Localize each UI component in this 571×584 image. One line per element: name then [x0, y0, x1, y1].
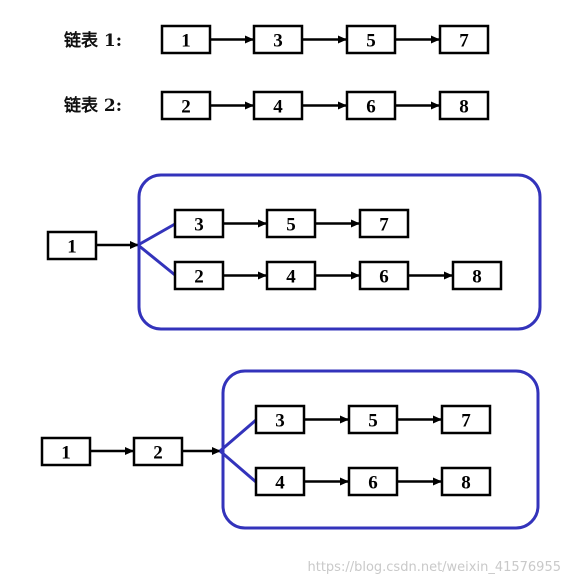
nodes: 1 3 5 7 2 4 6 8 1 3 5 7 2 4 6 8 1 2 3 5 7 4 6 8 [40, 24, 503, 497]
step2-lower-node-0-box [254, 466, 306, 497]
step1-upper-node-1-box [265, 208, 317, 239]
watermark: https://blog.csdn.net/weixin_41576955 [307, 560, 561, 575]
step2-branch-lower [219, 449, 257, 484]
list1-node-1-box [252, 24, 304, 55]
list1-label: 链表 1: [64, 30, 122, 51]
step1-branch-upper [137, 222, 176, 247]
step2-upper-node-2: 7 [440, 404, 492, 435]
list2-node-3-value: 8 [459, 97, 469, 118]
step2-lower-node-0: 4 [254, 466, 306, 497]
step2-head-node-0-box [40, 436, 92, 467]
step2-lower-node-2-box [440, 466, 492, 497]
step2-lower-node-2: 8 [440, 466, 492, 497]
step1-lower-node-2-value: 6 [379, 267, 389, 288]
list1-node-2: 5 [345, 24, 397, 55]
step1-upper-node-0: 3 [173, 208, 225, 239]
merge-group-box-2 [221, 369, 540, 530]
list1-node-0-box [160, 24, 212, 55]
merge-group-box-1 [137, 173, 542, 331]
step2-lower-node-0-value: 4 [275, 473, 285, 494]
list2-node-0: 2 [160, 90, 212, 121]
step1-branch-lower [137, 243, 176, 277]
step1-upper-node-2-box [358, 208, 410, 239]
list2-node-2-box [345, 90, 397, 121]
step1-lower-node-2: 6 [358, 260, 410, 291]
step1-head-node-box [46, 230, 98, 261]
list1-node-1: 3 [252, 24, 304, 55]
step2-lower-node-2-value: 8 [461, 473, 471, 494]
edges [90, 35, 453, 486]
step1-upper-node-0-value: 3 [194, 215, 204, 236]
step2-lower-node-1-value: 6 [368, 473, 378, 494]
step2-head-node-0: 1 [40, 436, 92, 467]
list1-node-0: 1 [160, 24, 212, 55]
list2-node-3-box [438, 90, 490, 121]
list2-node-2-value: 6 [366, 97, 376, 118]
step1-lower-node-0: 2 [173, 260, 225, 291]
list2-label: 链表 2: [64, 95, 122, 116]
step1-lower-node-1-box [265, 260, 317, 291]
step2-lower-node-1-box [347, 466, 399, 497]
step1-head-node-value: 1 [67, 237, 77, 258]
list1-node-2-value: 5 [366, 31, 376, 52]
step2-upper-node-0: 3 [254, 404, 306, 435]
step2-head-node-0-value: 1 [61, 443, 71, 464]
list2-node-2: 6 [345, 90, 397, 121]
step1-upper-node-2-value: 7 [379, 215, 389, 236]
step2-head-node-1: 2 [132, 436, 184, 467]
step2-upper-node-1: 5 [347, 404, 399, 435]
step1-lower-node-2-box [358, 260, 410, 291]
list2-node-1-box [252, 90, 304, 121]
list1-node-3: 7 [438, 24, 490, 55]
step1-lower-node-1-value: 4 [286, 267, 296, 288]
step2-head-node-1-value: 2 [153, 443, 163, 464]
step2-upper-node-2-box [440, 404, 492, 435]
step2-upper-node-2-value: 7 [461, 411, 471, 432]
step2-lower-node-1: 6 [347, 466, 399, 497]
step1-lower-node-0-value: 2 [194, 267, 204, 288]
step1-lower-node-3-box [451, 260, 503, 291]
step2-upper-node-1-value: 5 [368, 411, 378, 432]
step1-lower-node-1: 4 [265, 260, 317, 291]
list2-node-0-box [160, 90, 212, 121]
step1-lower-node-0-box [173, 260, 225, 291]
step1-upper-node-1: 5 [265, 208, 317, 239]
list1-node-0-value: 1 [181, 31, 191, 52]
step1-upper-node-1-value: 5 [286, 215, 296, 236]
list2-node-1: 4 [252, 90, 304, 121]
list1-node-1-value: 3 [273, 31, 283, 52]
list2-node-3: 8 [438, 90, 490, 121]
list1-node-3-value: 7 [459, 31, 469, 52]
step2-upper-node-0-value: 3 [275, 411, 285, 432]
step1-lower-node-3: 8 [451, 260, 503, 291]
step2-head-node-1-box [132, 436, 184, 467]
step2-upper-node-1-box [347, 404, 399, 435]
list1-node-2-box [345, 24, 397, 55]
step2-branch-upper [219, 418, 257, 453]
step1-head-node: 1 [46, 230, 98, 261]
step1-upper-node-0-box [173, 208, 225, 239]
step2-upper-node-0-box [254, 404, 306, 435]
list1-node-3-box [438, 24, 490, 55]
step1-upper-node-2: 7 [358, 208, 410, 239]
list2-node-0-value: 2 [181, 97, 191, 118]
list2-node-1-value: 4 [273, 97, 283, 118]
step1-lower-node-3-value: 8 [472, 267, 482, 288]
